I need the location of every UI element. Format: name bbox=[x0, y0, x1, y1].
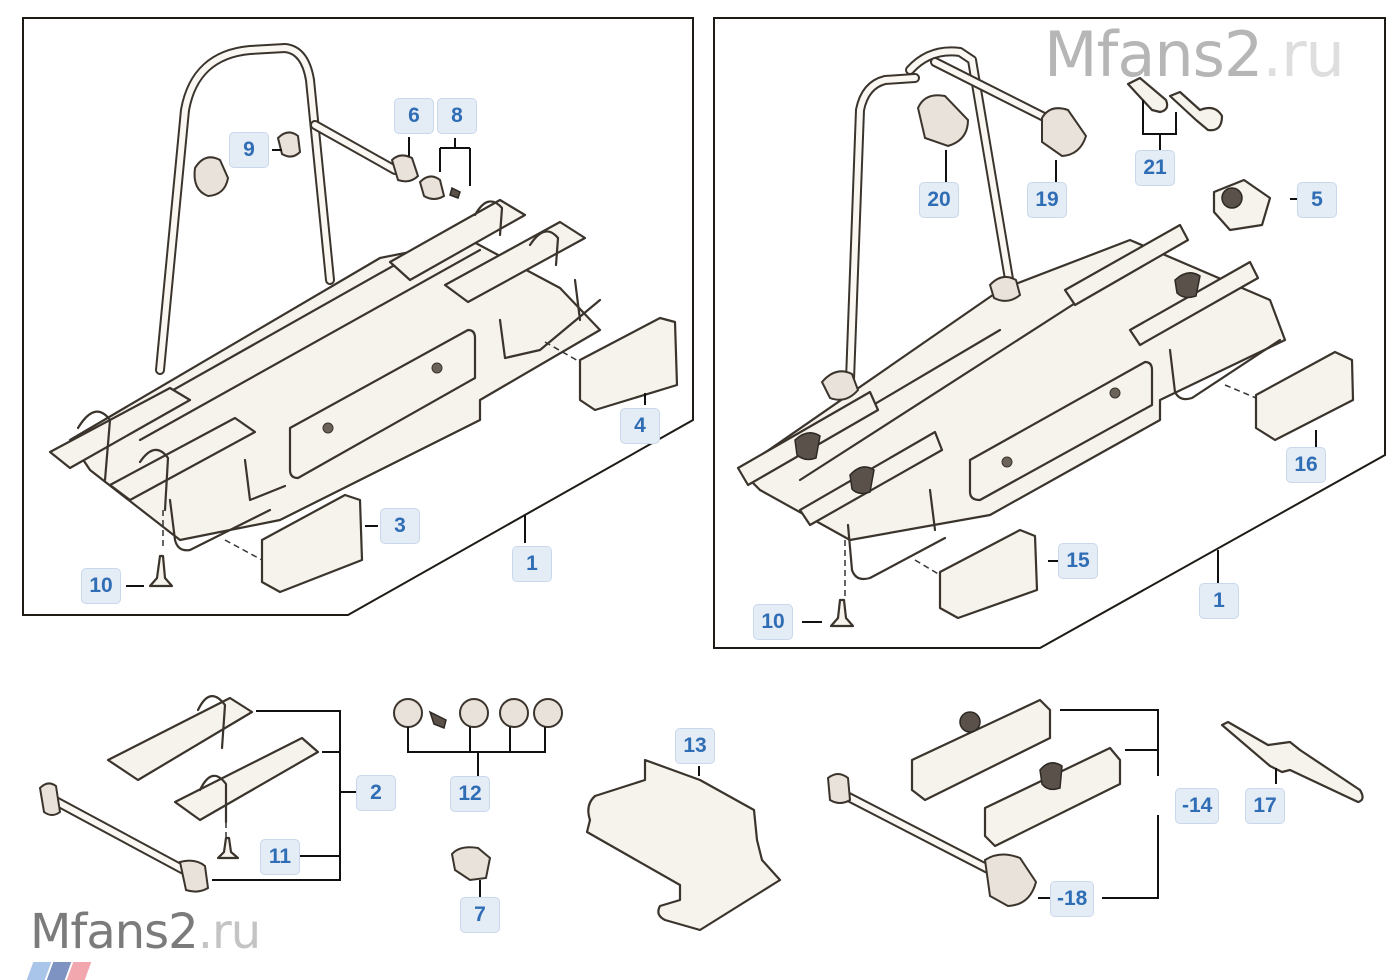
watermark-bottom: Mfans2.ru bbox=[30, 904, 261, 960]
callout-2[interactable]: 2 bbox=[356, 775, 396, 811]
loose-parts-drawing bbox=[38, 695, 1364, 932]
callout-right-1[interactable]: 1 bbox=[1199, 583, 1239, 619]
callout-left-10[interactable]: 10 bbox=[81, 568, 121, 604]
callout-right-20[interactable]: 20 bbox=[919, 182, 959, 218]
watermark-top-main: Mfans2 bbox=[1044, 18, 1263, 91]
callout-left-8[interactable]: 8 bbox=[437, 98, 477, 134]
callout-left-3[interactable]: 3 bbox=[380, 508, 420, 544]
left-carrier-drawing bbox=[48, 43, 679, 594]
watermark-bottom-tld: .ru bbox=[197, 904, 261, 960]
callout-11[interactable]: 11 bbox=[260, 839, 300, 875]
callout-13[interactable]: 13 bbox=[675, 728, 715, 764]
watermark-top-tld: .ru bbox=[1262, 18, 1344, 91]
left-lamp-3 bbox=[260, 493, 364, 594]
right-assembly-frame bbox=[713, 17, 1386, 649]
left-assembly-frame bbox=[22, 17, 694, 616]
callout-17[interactable]: 17 bbox=[1245, 788, 1285, 824]
callout-left-1[interactable]: 1 bbox=[512, 546, 552, 582]
callout-right-15[interactable]: 15 bbox=[1058, 543, 1098, 579]
callout-right-19[interactable]: 19 bbox=[1027, 182, 1067, 218]
callout-left-4[interactable]: 4 bbox=[620, 408, 660, 444]
callout-14[interactable]: 14 bbox=[1175, 788, 1220, 824]
right-carrier-drawing bbox=[736, 46, 1355, 628]
right-lamp-16 bbox=[1254, 350, 1355, 442]
callout-right-5[interactable]: 5 bbox=[1297, 182, 1337, 218]
callout-left-9[interactable]: 9 bbox=[229, 132, 269, 168]
callout-right-16[interactable]: 16 bbox=[1286, 447, 1326, 483]
callout-right-10[interactable]: 10 bbox=[753, 604, 793, 640]
callout-right-21[interactable]: 21 bbox=[1135, 150, 1175, 186]
callout-left-6[interactable]: 6 bbox=[394, 98, 434, 134]
left-lamp-4 bbox=[578, 316, 679, 412]
callout-12[interactable]: 12 bbox=[450, 776, 490, 812]
callout-18[interactable]: 18 bbox=[1050, 881, 1095, 917]
callout-7[interactable]: 7 bbox=[460, 897, 500, 933]
watermark-bottom-main: Mfans2 bbox=[30, 904, 199, 960]
right-lamp-15 bbox=[938, 528, 1039, 620]
watermark-top: Mfans2.ru bbox=[1044, 18, 1345, 91]
